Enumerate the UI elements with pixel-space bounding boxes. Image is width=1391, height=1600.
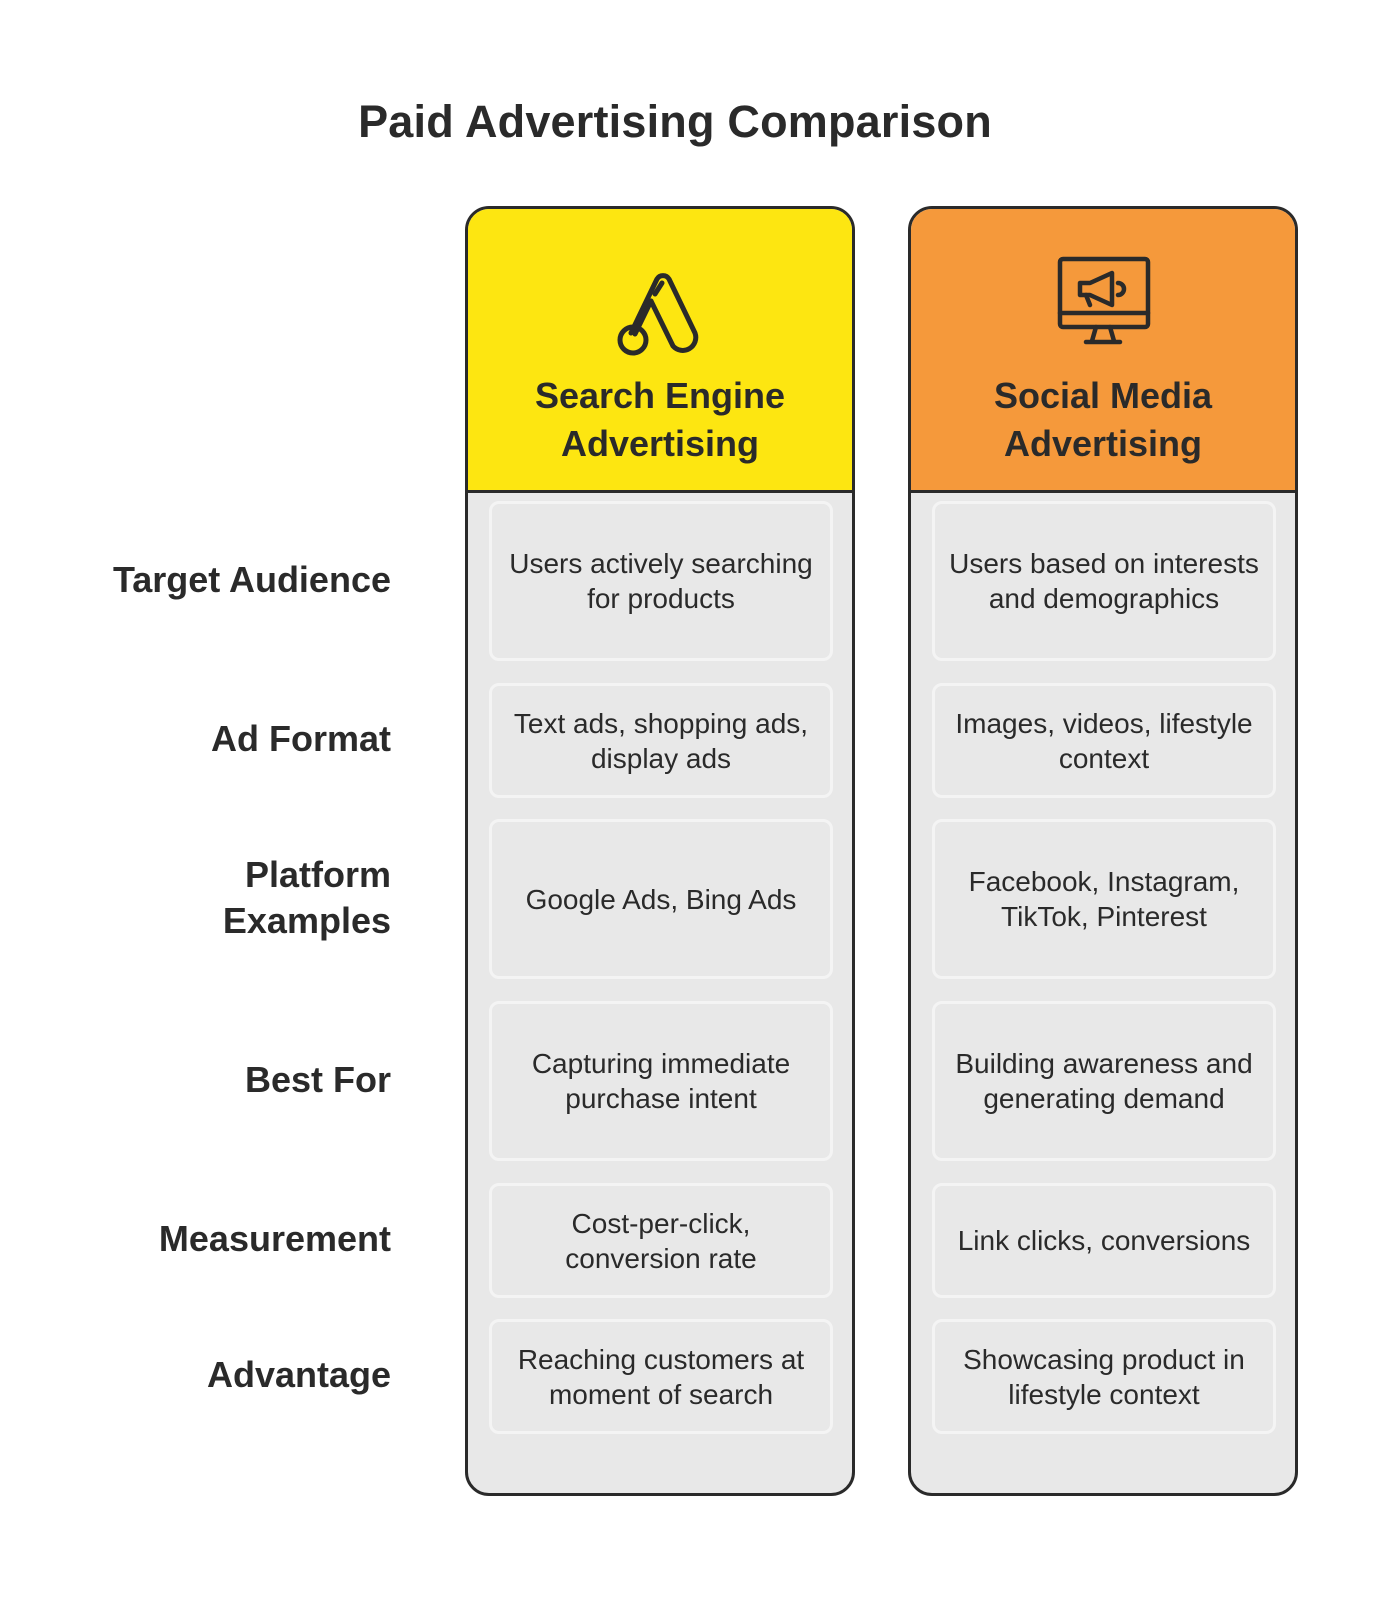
row-label-best-for: Best For [244, 1059, 391, 1100]
cell-measurement: Link clicks, conversions [932, 1183, 1276, 1298]
google-ads-icon [617, 273, 699, 356]
cell-advantage: Reaching customers at moment of search [489, 1319, 833, 1434]
cell-platform-examples: Facebook, Instagram, TikTok, Pinterest [932, 819, 1276, 979]
cell-target-audience: Users actively searching for products [489, 501, 833, 661]
column-title: Search Engine Advertising [534, 375, 786, 464]
row-label-platform-examples: Platform Examples [222, 854, 391, 941]
cell-ad-format: Images, videos, lifestyle context [932, 683, 1276, 798]
monitor-megaphone-icon [1057, 256, 1151, 345]
column-header: Search Engine Advertising [468, 209, 852, 493]
cell-ad-format: Text ads, shopping ads, display ads [489, 683, 833, 798]
column-search-engine: Search Engine Advertising Users actively… [465, 206, 855, 1496]
row-label-advantage: Advantage [206, 1354, 391, 1395]
cell-target-audience: Users based on interests and demographic… [932, 501, 1276, 661]
cell-advantage: Showcasing product in lifestyle context [932, 1319, 1276, 1434]
row-label-measurement: Measurement [158, 1218, 391, 1259]
column-title: Social Media Advertising [993, 375, 1213, 464]
cell-best-for: Building awareness and generating demand [932, 1001, 1276, 1161]
cell-best-for: Capturing immediate purchase intent [489, 1001, 833, 1161]
row-label-ad-format: Ad Format [211, 718, 391, 759]
row-label-target-audience: Target Audience [112, 559, 391, 600]
column-header: Social Media Advertising [911, 209, 1295, 493]
cell-measurement: Cost-per-click, conversion rate [489, 1183, 833, 1298]
page-title: Paid Advertising Comparison [358, 96, 992, 147]
column-social-media: Social Media Advertising Users based on … [908, 206, 1298, 1496]
cell-platform-examples: Google Ads, Bing Ads [489, 819, 833, 979]
